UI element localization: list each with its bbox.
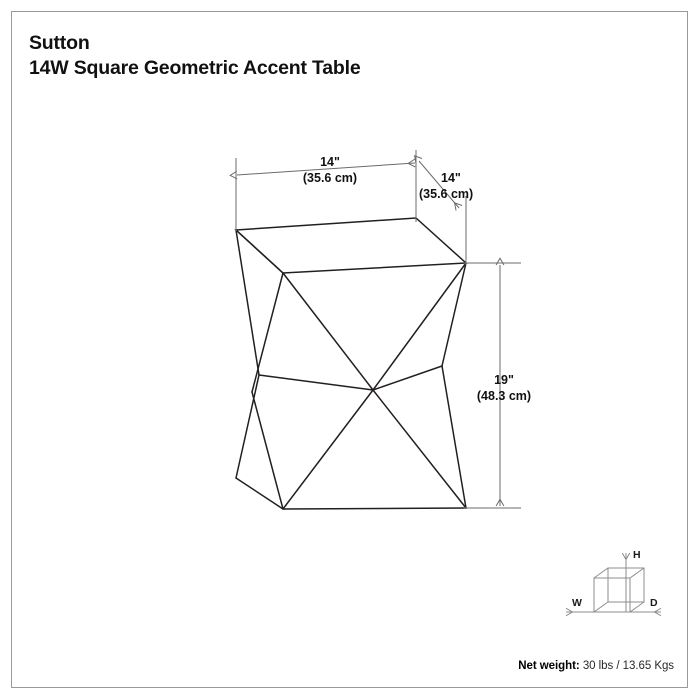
net-weight-block: Net weight: 30 lbs / 13.65 Kgs xyxy=(518,660,674,672)
axis-legend: H W D xyxy=(565,549,662,617)
width-metric: (35.6 cm) xyxy=(303,171,357,185)
table-lower-facets xyxy=(235,365,467,510)
table-top-face xyxy=(234,217,468,274)
dimension-depth-label: 14" (35.6 cm) xyxy=(419,171,473,201)
depth-dimension-line xyxy=(413,155,463,211)
depth-imperial: 14" xyxy=(441,171,461,185)
dimension-depth xyxy=(413,155,467,265)
legend-cube-icon xyxy=(593,567,645,613)
table-upper-facets xyxy=(235,229,467,393)
product-name: 14W Square Geometric Accent Table xyxy=(29,56,361,79)
dimension-width-label: 14" (35.6 cm) xyxy=(303,155,357,185)
legend-label-w: W xyxy=(572,597,582,609)
net-weight-value: 30 lbs / 13.65 Kgs xyxy=(582,660,674,672)
table-geometry xyxy=(234,217,468,510)
width-imperial: 14" xyxy=(320,155,340,169)
height-imperial: 19" xyxy=(494,373,514,387)
legend-label-d: D xyxy=(650,597,658,609)
dimension-height-label: 19" (48.3 cm) xyxy=(477,373,531,403)
legend-label-h: H xyxy=(633,549,641,561)
title-block: Sutton 14W Square Geometric Accent Table xyxy=(29,31,529,81)
table-top-crease xyxy=(235,229,284,274)
dimension-height xyxy=(464,257,521,509)
height-metric: (48.3 cm) xyxy=(477,389,531,403)
brand-name: Sutton xyxy=(29,32,90,54)
net-weight-label: Net weight: xyxy=(518,660,580,672)
width-dimension-line xyxy=(229,158,416,180)
depth-metric: (35.6 cm) xyxy=(419,187,473,201)
table-waist-line xyxy=(258,365,443,391)
